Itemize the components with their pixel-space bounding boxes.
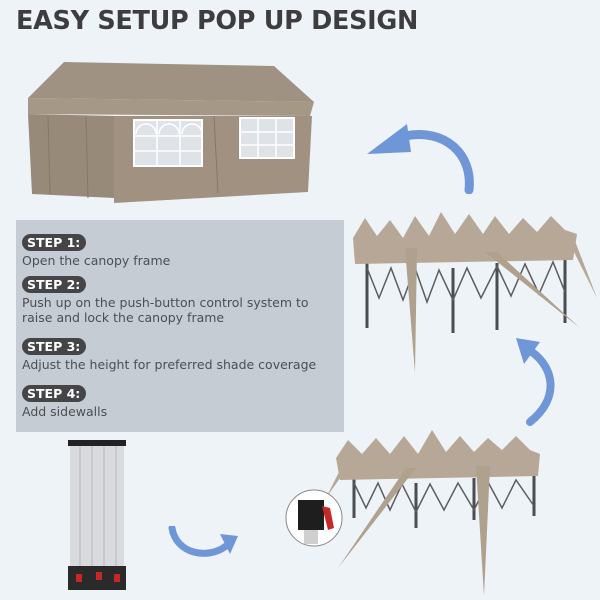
step-3-badge: STEP 3: bbox=[22, 338, 87, 355]
raised-canopy-frame-image bbox=[353, 212, 597, 373]
step-3-text: Adjust the height for preferred shade co… bbox=[22, 357, 317, 372]
tent-with-sidewalls-image bbox=[28, 62, 314, 203]
arrow-step-to-finished-icon bbox=[367, 124, 474, 194]
page-title: EASY SETUP POP UP DESIGN bbox=[16, 6, 419, 36]
step-4: STEP 4: Add sidewalls bbox=[22, 383, 107, 419]
steps-panel: STEP 1: Open the canopy frame STEP 2: Pu… bbox=[16, 220, 344, 432]
arrow-step-up-icon bbox=[516, 338, 555, 426]
step-3: STEP 3: Adjust the height for preferred … bbox=[22, 336, 316, 372]
step-1-text: Open the canopy frame bbox=[22, 253, 171, 268]
arrow-step-forward-icon bbox=[168, 526, 238, 557]
opened-canopy-frame-image bbox=[285, 430, 540, 596]
step-4-text: Add sidewalls bbox=[22, 404, 108, 419]
step-1: STEP 1: Open the canopy frame bbox=[22, 232, 170, 268]
step-1-badge: STEP 1: bbox=[22, 234, 87, 251]
folded-frame-image bbox=[68, 440, 126, 590]
step-2: STEP 2: Push up on the push-button contr… bbox=[22, 274, 340, 325]
step-2-badge: STEP 2: bbox=[22, 276, 87, 293]
step-2-text: Push up on the push-button control syste… bbox=[22, 295, 309, 325]
step-4-badge: STEP 4: bbox=[22, 385, 87, 402]
